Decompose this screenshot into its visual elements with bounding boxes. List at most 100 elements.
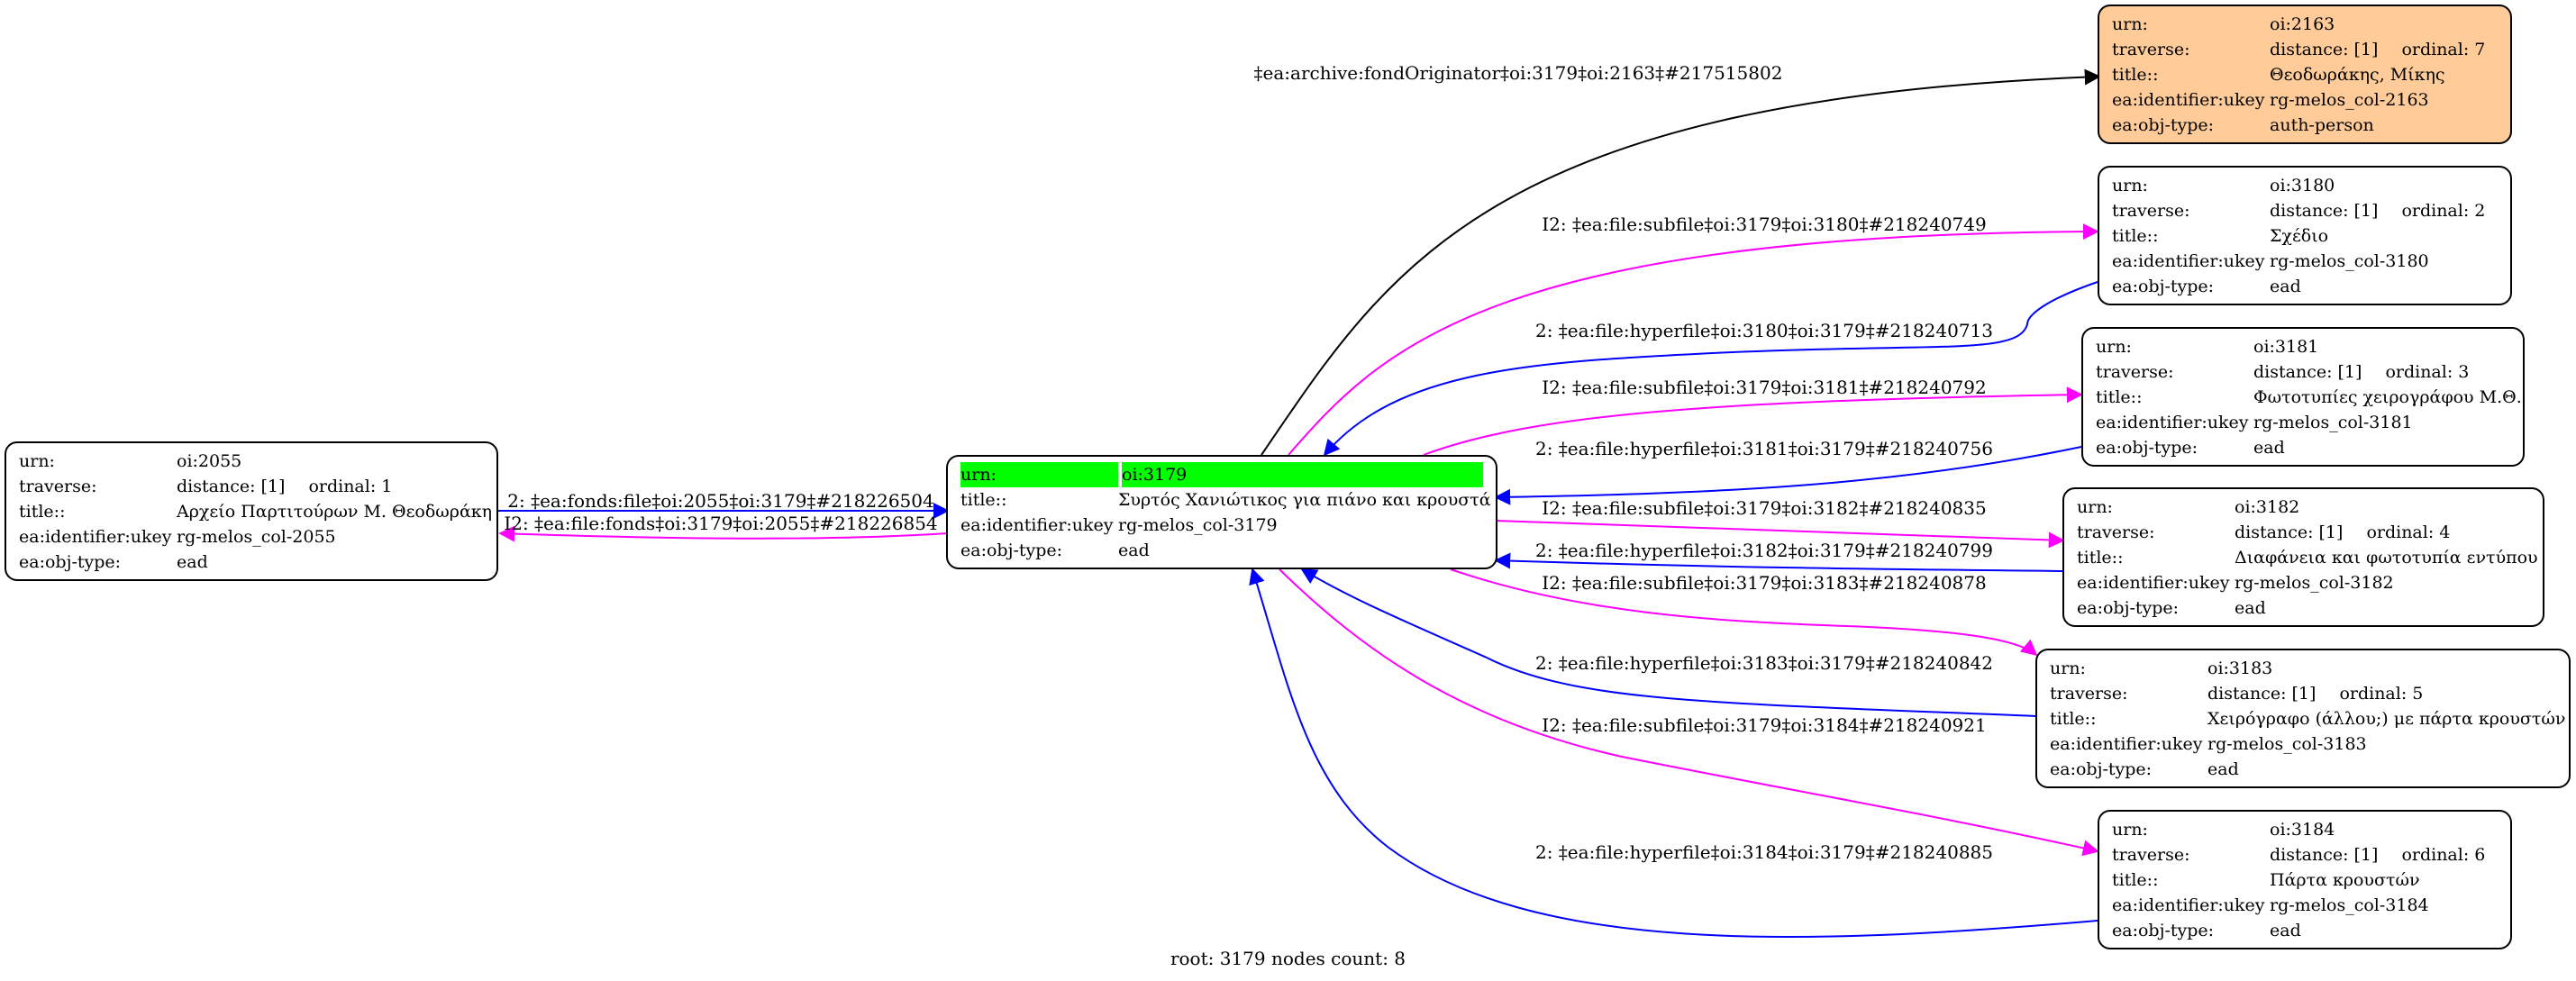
- node-distance: distance: [1]: [177, 477, 286, 496]
- node-oi2163[interactable]: urn: oi:2163 traverse: distance: [1]ordina…: [2098, 5, 2512, 144]
- edge-label: I2: ‡ea:file:subfile‡oi:3179‡oi:3181‡#21…: [1542, 377, 1986, 398]
- node-row-urn: urn:oi:2055: [19, 449, 484, 474]
- edge-label: I2: ‡ea:file:subfile‡oi:3179‡oi:3184‡#21…: [1542, 714, 1986, 736]
- node-value: oi:3180: [2270, 176, 2335, 195]
- edge-subfile-3179-3182: [1495, 520, 2065, 549]
- edge-label: 2: ‡ea:file:hyperfile‡oi:3182‡oi:3179‡#2…: [1535, 540, 1993, 561]
- node-value: rg-melos_col-3183: [2207, 734, 2367, 754]
- node-value: rg-melos_col-2163: [2270, 90, 2429, 110]
- node-value: rg-melos_col-3181: [2253, 413, 2413, 432]
- node-key: title::: [19, 502, 66, 522]
- edge-label: I2: ‡ea:file:fonds‡oi:3179‡oi:2055‡#2182…: [504, 513, 937, 534]
- node-row-title: title::Φωτοτυπίες χειρογράφου Μ.Θ.: [2096, 385, 2522, 410]
- node-key: ea:identifier:ukey: [2050, 734, 2203, 754]
- node-key: ea:identifier:ukey: [2112, 90, 2265, 110]
- edge-subfile-3179-3181: [1423, 386, 2083, 456]
- node-row-traverse: traverse:distance: [1]ordinal: 2: [2112, 198, 2498, 223]
- edge-labels-layer: ‡ea:archive:fondOriginator‡oi:3179‡oi:21…: [504, 62, 1993, 863]
- node-key: title::: [2096, 387, 2143, 407]
- node-row-objtype: ea:obj-type:auth-person: [2112, 113, 2498, 138]
- node-key: ea:obj-type:: [960, 540, 1063, 560]
- node-key: urn:: [2112, 176, 2148, 195]
- node-distance: distance: [1]: [2235, 522, 2344, 542]
- node-key: ea:obj-type:: [2112, 115, 2215, 135]
- edge-subfile-3179-3184: [1279, 568, 2099, 857]
- node-row-title: title::Χειρόγραφο (άλλου;) με πάρτα κρου…: [2050, 706, 2565, 731]
- node-key: urn:: [2112, 14, 2148, 34]
- node-key: urn:: [2050, 659, 2086, 678]
- node-value: ead: [1118, 540, 1150, 560]
- node-row-objtype: ea:obj-type:ead: [2096, 435, 2510, 460]
- edge-hyperfile-3183-3179: [1300, 568, 2037, 717]
- node-oi3180[interactable]: urn: oi:3180 traverse:distance: [1]ordina…: [2098, 166, 2512, 305]
- node-distance: distance: [1]: [2207, 684, 2317, 704]
- node-value: oi:3184: [2270, 820, 2335, 840]
- node-ordinal: ordinal: 1: [308, 477, 393, 496]
- node-value: Χειρόγραφο (άλλου;) με πάρτα κρουστών: [2207, 709, 2566, 729]
- node-oi3184[interactable]: urn: oi:3184 traverse:distance: [1]ordina…: [2098, 810, 2512, 949]
- node-row-traverse: traverse:distance: [1]ordinal: 6: [2112, 842, 2498, 867]
- node-value: Διαφάνεια και φωτοτυπία εντύπου: [2235, 548, 2538, 568]
- node-value: distance: [1]ordinal: 3: [2253, 359, 2510, 385]
- node-key: ea:obj-type:: [2096, 438, 2198, 458]
- edge-label: I2: ‡ea:file:subfile‡oi:3179‡oi:3180‡#21…: [1542, 213, 1986, 235]
- node-key: urn:: [2112, 820, 2148, 840]
- node-root-oi3179[interactable]: urn:oi:3179 title::Συρτός Χανιώτικος για…: [946, 455, 1497, 569]
- node-value: Συρτός Χανιώτικος για πιάνο και κρουστά: [1118, 490, 1491, 510]
- edge-label: 2: ‡ea:fonds:file‡oi:2055‡oi:3179‡#21822…: [507, 490, 933, 512]
- node-oi2055[interactable]: urn:oi:2055 traverse: distance: [1] ordina…: [5, 441, 498, 581]
- node-key: traverse:: [2112, 845, 2190, 865]
- node-key: ea:obj-type:: [19, 552, 122, 572]
- node-key: ea:obj-type:: [2077, 598, 2180, 618]
- edge-hyperfile-3181-3179: [1494, 446, 2082, 505]
- edge-hyperfile-3182-3179: [1494, 552, 2064, 572]
- node-ordinal: ordinal: 5: [2339, 684, 2424, 704]
- node-key: ea:obj-type:: [2112, 277, 2215, 296]
- node-key: traverse:: [2112, 40, 2190, 59]
- node-oi3181[interactable]: urn:oi:3181 traverse:distance: [1]ordina…: [2081, 327, 2525, 467]
- node-value: Φωτοτυπίες χειρογράφου Μ.Θ.: [2253, 387, 2522, 407]
- node-value: rg-melos_col-3184: [2270, 895, 2429, 915]
- node-value: distance: [1] ordinal: 5: [2207, 681, 2556, 706]
- node-value: ead: [2270, 921, 2301, 940]
- node-key: traverse:: [2077, 522, 2155, 542]
- node-value: distance: [1]ordinal: 2: [2270, 198, 2498, 223]
- node-value: rg-melos_col-2055: [177, 527, 336, 547]
- node-key: ea:identifier:ukey: [2112, 895, 2265, 915]
- node-value: oi:2163: [2270, 14, 2335, 34]
- node-key: traverse:: [19, 477, 97, 496]
- node-key: traverse:: [2050, 684, 2128, 704]
- node-key: ea:identifier:ukey: [19, 527, 172, 547]
- node-distance: distance: [1]: [2253, 362, 2362, 382]
- node-value: distance: [1] ordinal: 1: [177, 474, 484, 499]
- node-value: ead: [2207, 759, 2239, 779]
- edge-file-fonds-3179-2055: [498, 525, 949, 542]
- node-key: urn:: [960, 462, 1118, 487]
- node-row-objtype: ea:obj-type:ead: [2077, 595, 2530, 621]
- edge-label: 2: ‡ea:file:hyperfile‡oi:3183‡oi:3179‡#2…: [1535, 652, 1993, 674]
- node-oi3183[interactable]: urn:oi:3183 traverse:distance: [1]ordina…: [2035, 649, 2571, 788]
- edge-fondOriginator-3179-2163: [1261, 68, 2101, 456]
- node-key: urn:: [2077, 497, 2113, 517]
- edge-label: ‡ea:archive:fondOriginator‡oi:3179‡oi:21…: [1254, 62, 1783, 84]
- node-row-urn: urn:oi:3181: [2096, 334, 2510, 359]
- node-value: Θεοδωράκης, Μίκης: [2270, 65, 2445, 85]
- node-row-title: title::Συρτός Χανιώτικος για πιάνο και κ…: [960, 487, 1491, 513]
- node-oi3182[interactable]: urn:oi:3182 traverse:distance: [1]ordina…: [2062, 487, 2544, 627]
- edge-label: I2: ‡ea:file:subfile‡oi:3179‡oi:3182‡#21…: [1542, 497, 1986, 519]
- node-row-traverse: traverse:distance: [1]ordinal: 4: [2077, 520, 2530, 545]
- node-value: distance: [1]ordinal: 7: [2270, 37, 2498, 62]
- node-key: title::: [2112, 65, 2159, 85]
- node-row-title: title::Αρχείο Παρτιτούρων Μ. Θεοδωράκη: [19, 499, 492, 524]
- node-row-objtype: ea:obj-type:ead: [2112, 918, 2498, 943]
- node-value: ead: [177, 552, 208, 572]
- node-key: ea:identifier:ukey: [2112, 251, 2265, 271]
